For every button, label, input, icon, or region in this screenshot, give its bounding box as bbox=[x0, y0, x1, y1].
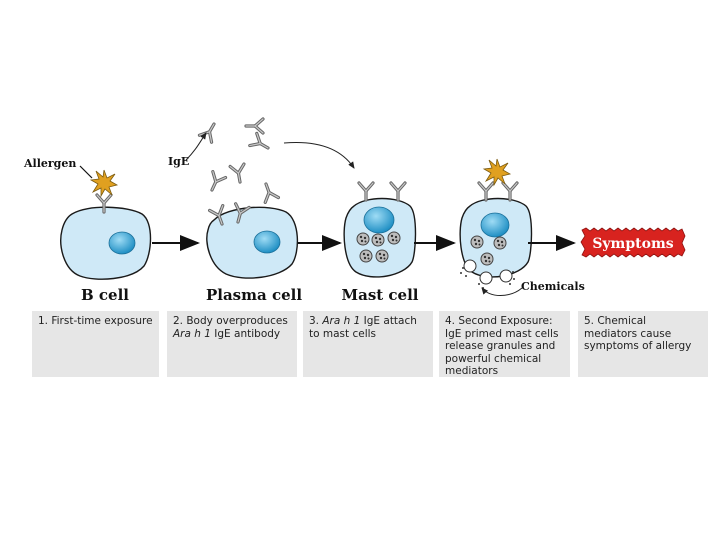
allergen-icon bbox=[90, 169, 118, 197]
antibody-icon bbox=[244, 117, 265, 135]
allergen-pointer bbox=[79, 165, 93, 179]
step-2-suffix: IgE antibody bbox=[210, 327, 281, 340]
released-granules bbox=[460, 259, 515, 289]
allergen-label: Allergen bbox=[23, 157, 76, 170]
antibody-icon bbox=[477, 181, 495, 202]
step-5-box: 5. Chemical mediators cause symptoms of … bbox=[578, 311, 708, 377]
step-2-italic: Ara h 1 bbox=[173, 327, 211, 340]
b-cell-label: B cell bbox=[81, 286, 129, 304]
chemicals-pointer bbox=[481, 287, 523, 296]
step-3-box: 3. Ara h 1 IgE attach to mast cells bbox=[303, 311, 433, 377]
antibody-icon bbox=[389, 181, 407, 202]
antibody-icon bbox=[204, 170, 228, 195]
free-ige-antibodies bbox=[197, 117, 280, 204]
step-3-italic: Ara h 1 bbox=[322, 315, 361, 327]
plasma-cell bbox=[206, 202, 299, 279]
antibody-icon bbox=[228, 162, 249, 185]
mast-cell-label: Mast cell bbox=[342, 286, 419, 304]
step-4-box: 4. Second Exposure: IgE primed mast cell… bbox=[439, 311, 570, 377]
allergen-icon bbox=[483, 158, 511, 186]
ige-pointer bbox=[185, 132, 207, 161]
step-3-prefix: 3. bbox=[309, 315, 323, 327]
b-cell bbox=[60, 169, 152, 280]
step-5-text: 5. Chemical mediators cause symptoms of … bbox=[584, 315, 692, 352]
mast-cell bbox=[343, 181, 417, 278]
antibody-icon bbox=[257, 180, 280, 204]
step-2-prefix: 2. Body overproduces bbox=[173, 315, 288, 327]
antibody-icon bbox=[501, 181, 519, 202]
step-1-box: 1. First-time exposure bbox=[32, 311, 159, 377]
step-1-text: 1. First-time exposure bbox=[38, 315, 153, 327]
step-4-text: 4. Second Exposure: IgE primed mast cell… bbox=[445, 315, 559, 377]
symptoms-text: Symptoms bbox=[592, 236, 673, 252]
chemicals-label: Chemicals bbox=[521, 280, 585, 293]
symptoms-badge: Symptoms bbox=[580, 227, 686, 258]
step-2-box: 2. Body overproduces Ara h 1 IgE antibod… bbox=[167, 311, 297, 377]
ige-to-mast-arrow bbox=[283, 141, 355, 169]
antibody-icon bbox=[248, 131, 274, 156]
plasma-cell-label: Plasma cell bbox=[206, 286, 302, 304]
primed-mast-cell bbox=[459, 158, 533, 289]
step-3-suffix: IgE attach to mast cells bbox=[309, 315, 417, 340]
ige-label: IgE bbox=[168, 155, 189, 168]
antibody-icon bbox=[357, 181, 375, 202]
